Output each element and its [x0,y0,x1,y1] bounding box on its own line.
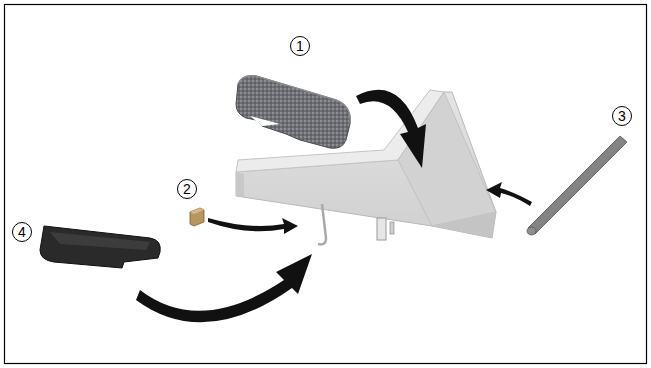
arrow-3 [486,182,532,206]
arrow-2 [208,218,298,234]
callout-number: 3 [612,106,632,126]
rod-part [527,136,627,235]
main-housing [236,90,496,244]
callout-number: 1 [290,36,310,56]
pad-part [236,76,350,149]
frame [5,5,647,364]
callout-number: 4 [12,222,32,242]
arrow-1 [356,90,426,168]
insert-part [190,208,204,226]
cover-part [40,226,160,268]
assembly-arrows [136,90,532,323]
arrow-4 [136,254,312,322]
callout-number: 2 [177,179,197,199]
